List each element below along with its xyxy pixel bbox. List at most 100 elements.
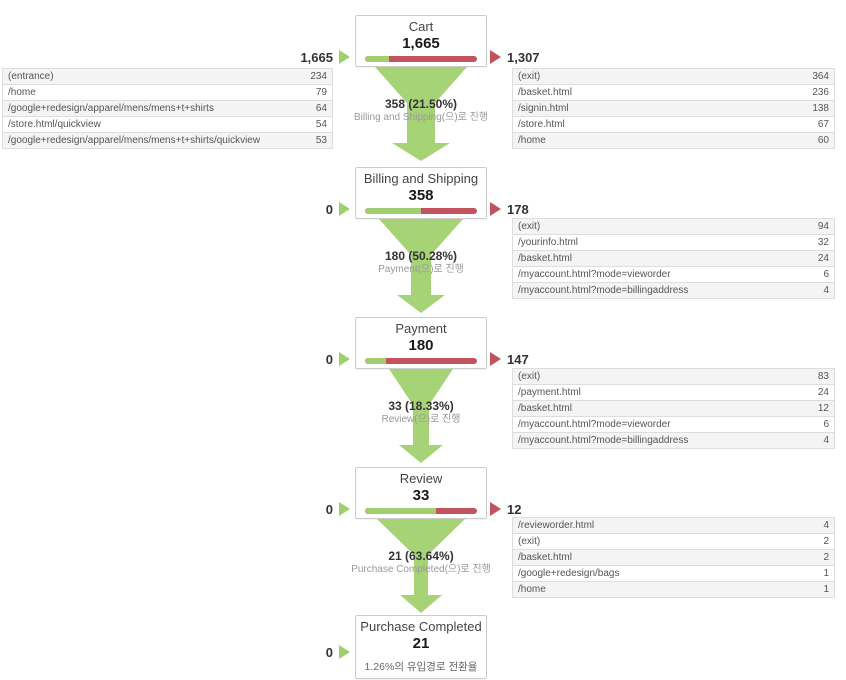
entry-label-billing: 0 [180, 201, 350, 217]
funnel-step-billing[interactable]: Billing and Shipping 358 [355, 167, 487, 219]
page-count: 1 [823, 584, 829, 595]
exit-count: 1,307 [507, 49, 540, 65]
page-path: /payment.html [518, 387, 581, 398]
page-path: /store.html [518, 119, 565, 130]
step-dropoff-bar [365, 508, 477, 514]
transition-text: 358 (21.50%) Billing and Shipping(으)로 진행 [305, 97, 537, 124]
page-count: 54 [315, 119, 327, 130]
page-path: /home [518, 584, 546, 595]
page-path: /myaccount.html?mode=vieworder [518, 419, 671, 430]
transition-count: 21 (63.64%) [388, 549, 454, 563]
exit-label-review: 12 [490, 501, 710, 517]
table-row[interactable]: (entrance) 234 [3, 69, 332, 85]
step-continue-bar [365, 208, 422, 214]
exit-label-billing: 178 [490, 201, 710, 217]
table-row[interactable]: (exit) 83 [513, 369, 834, 385]
page-path: (entrance) [8, 71, 54, 82]
funnel-conversion-rate: 1.26%의 유입경로 전환율 [364, 661, 478, 673]
page-count: 64 [315, 103, 327, 114]
exit-arrow-icon [490, 50, 501, 64]
page-count: 234 [310, 71, 327, 82]
table-row[interactable]: (exit)2 [513, 534, 834, 550]
funnel-step-purchase-completed[interactable]: Purchase Completed 21 1.26%의 유입경로 전환율 [355, 615, 487, 679]
page-count: 1 [823, 568, 829, 579]
funnel-step-payment[interactable]: Payment 180 [355, 317, 487, 369]
page-count: 53 [315, 135, 327, 146]
step-value: 1,665 [402, 35, 440, 52]
page-count: 2 [823, 552, 829, 563]
transition-text: 33 (18.33%) Review(으)로 진행 [305, 399, 537, 426]
page-count: 83 [817, 371, 829, 382]
entry-count: 0 [325, 501, 333, 517]
entry-count: 0 [325, 201, 333, 217]
transition-target: Payment(으)로 진행 [378, 264, 464, 275]
step-title: Billing and Shipping [363, 171, 479, 186]
step-title: Cart [408, 19, 434, 34]
page-path: /home [8, 87, 36, 98]
step-title: Purchase Completed [360, 619, 482, 634]
entry-label-review: 0 [180, 501, 350, 517]
entry-arrow-icon [339, 352, 350, 366]
table-row[interactable]: /google+redesign/apparel/mens/mens+t+shi… [3, 133, 332, 149]
funnel-connector-arrow [377, 519, 465, 613]
table-row[interactable]: (exit)364 [513, 69, 834, 85]
page-path: /basket.html [518, 403, 572, 414]
exit-arrow-icon [490, 502, 501, 516]
page-count: 4 [823, 520, 829, 531]
exit-count: 147 [507, 351, 529, 367]
funnel-connector-arrow [375, 67, 467, 161]
funnel-step-review[interactable]: Review 33 [355, 467, 487, 519]
entry-count: 0 [325, 351, 333, 367]
entry-label-cart: 1,665 [180, 49, 350, 65]
page-path: /google+redesign/apparel/mens/mens+t+shi… [8, 135, 261, 146]
entry-arrow-icon [339, 645, 350, 659]
page-path: /store.html/quickview [8, 119, 101, 130]
entry-arrow-icon [339, 502, 350, 516]
exit-arrow-icon [490, 202, 501, 216]
transition-target: Billing and Shipping(으)로 진행 [353, 112, 489, 123]
exit-label-payment: 147 [490, 351, 710, 367]
page-path: (exit) [518, 371, 541, 382]
table-row[interactable]: /home 1 [513, 582, 834, 598]
funnel-step-cart[interactable]: Cart 1,665 [355, 15, 487, 67]
page-path: /myaccount.html?mode=billingaddress [518, 285, 689, 296]
transition-count: 180 (50.28%) [384, 249, 458, 263]
transition-count: 358 (21.50%) [384, 97, 458, 111]
page-path: /myaccount.html?mode=billingaddress [518, 435, 689, 446]
page-path: /signin.html [518, 103, 569, 114]
page-path: (exit) [518, 71, 541, 82]
entry-label-purchase: 0 [180, 644, 350, 660]
table-row[interactable]: (exit)94 [513, 219, 834, 235]
page-count: 24 [817, 253, 829, 264]
page-path: /basket.html [518, 552, 572, 563]
table-row[interactable]: /store.html/quickview 54 [3, 117, 332, 133]
table-row[interactable]: /google+redesign/apparel/mens/mens+t+shi… [3, 101, 332, 117]
exit-count: 178 [507, 201, 529, 217]
page-path: /home [518, 135, 546, 146]
step-value: 358 [408, 187, 434, 204]
step-value: 33 [412, 487, 430, 504]
transition-target: Review(으)로 진행 [381, 414, 461, 425]
entry-label-payment: 0 [180, 351, 350, 367]
funnel-connector-arrow [379, 219, 463, 313]
step-dropoff-bar [365, 56, 477, 62]
table-row[interactable]: /basket.html 2 [513, 550, 834, 566]
